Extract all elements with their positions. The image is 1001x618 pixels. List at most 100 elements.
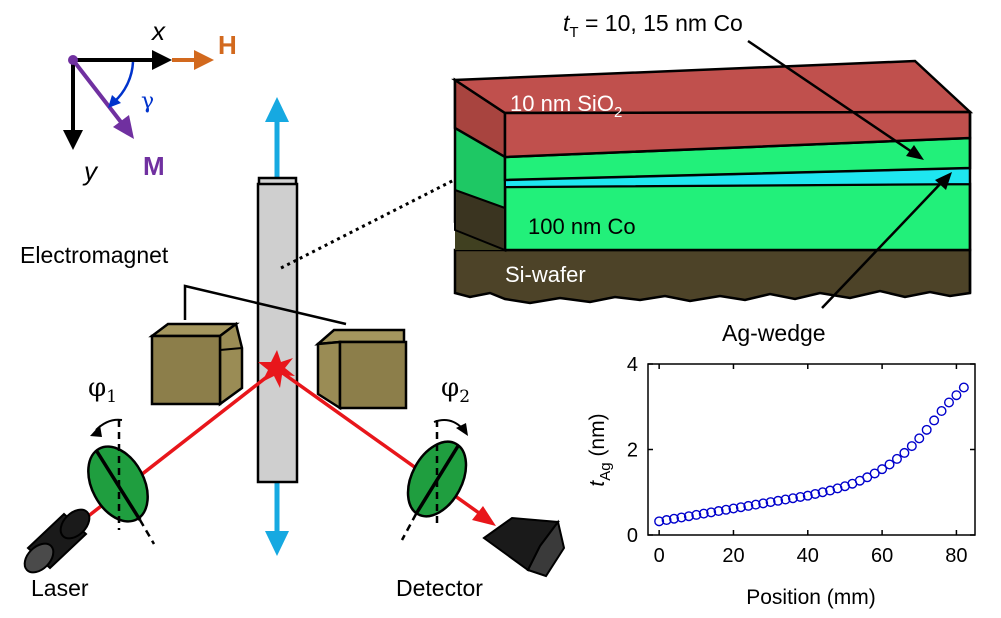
- tt-pointer-line: [747, 39, 913, 154]
- x-tick-label: 80: [945, 545, 967, 567]
- data-point: [802, 490, 813, 501]
- phi1-symbol: φ: [88, 373, 106, 403]
- data-point: [713, 506, 724, 517]
- polarizer-1-axis-extension: [138, 519, 156, 545]
- origin-dot: [68, 55, 78, 65]
- left-pole-bevel: [219, 347, 243, 351]
- x-tick-label: 0: [654, 545, 665, 567]
- gamma-label: γ: [141, 89, 154, 114]
- data-point: [921, 424, 932, 435]
- sio2-label: 10 nm SiO2: [510, 91, 622, 121]
- detector-device: Detector: [396, 516, 566, 601]
- data-point: [750, 499, 761, 510]
- laser-end-cap: [23, 542, 55, 574]
- data-point: [877, 464, 888, 475]
- data-point: [891, 453, 902, 464]
- tt-pointer-head: [906, 145, 924, 160]
- data-point: [817, 487, 828, 498]
- data-point: [943, 397, 954, 408]
- data-point: [669, 513, 680, 524]
- polarizer-1: φ1: [87, 373, 156, 545]
- chart-y-axis-unit: (nm): [586, 413, 609, 462]
- m-vector-arrow: [71, 58, 126, 128]
- y-tick-label: 4: [627, 354, 638, 376]
- right-pole-front: [338, 340, 408, 410]
- phi1-label: φ1: [88, 373, 117, 407]
- m-vector-arrowhead: [113, 115, 134, 139]
- x-axis-arrowhead: [152, 50, 172, 70]
- data-point: [654, 516, 665, 527]
- incident-beam: [62, 367, 279, 537]
- m-vector-label: M: [143, 151, 165, 181]
- phi1-subscript: 1: [106, 387, 117, 407]
- gamma-arc-arrowhead: [108, 95, 121, 108]
- ag-pointer-head: [935, 172, 952, 190]
- co-label: 100 nm Co: [528, 214, 636, 239]
- electromagnet-callout-line: [183, 284, 347, 326]
- data-point: [914, 433, 925, 444]
- data-point: [758, 498, 769, 509]
- data-point: [683, 511, 694, 522]
- data-point: [691, 509, 702, 520]
- phi2-symbol: φ: [441, 373, 459, 403]
- polarizer-2-axis-extension: [400, 513, 418, 541]
- x-axis-label: x: [150, 16, 166, 46]
- data-point: [721, 504, 732, 515]
- thickness-chart: 0 20 40 60 80 0 2 4 Position (mm) tAg (nm): [586, 354, 976, 609]
- reflected-beam-arrowhead: [472, 506, 496, 526]
- layer-stack: 10 nm SiO2 100 nm Co Si-wafer tT = 10, 1…: [451, 10, 974, 346]
- right-pole-side: [316, 340, 342, 411]
- si-wafer-left-side: [454, 188, 506, 252]
- h-field-label: H: [218, 30, 237, 60]
- data-point: [884, 459, 895, 470]
- data-point: [735, 502, 746, 513]
- y-tick-label: 0: [627, 525, 638, 547]
- phi2-subscript: 2: [459, 387, 470, 407]
- chart-points: [654, 382, 969, 527]
- sio2-text: 10 nm SiO: [510, 91, 614, 116]
- data-point: [765, 497, 776, 508]
- tt-label: tT = 10, 15 nm Co: [563, 10, 743, 41]
- data-point: [958, 382, 969, 393]
- data-point: [810, 488, 821, 499]
- phi1-rotation-arrowhead: [90, 425, 102, 437]
- ag-pointer-line: [821, 181, 943, 309]
- data-point: [743, 500, 754, 511]
- data-point: [787, 493, 798, 504]
- reflection-spot-star: [258, 350, 295, 388]
- data-point: [936, 406, 947, 417]
- data-point: [906, 441, 917, 452]
- data-point: [951, 390, 962, 401]
- x-tick-label: 40: [797, 545, 819, 567]
- left-pole-front: [150, 334, 222, 406]
- data-point: [929, 415, 940, 426]
- translation-arrowhead-up: [265, 97, 289, 122]
- tt-subscript: T: [569, 24, 578, 41]
- chart-y-axis-symbol: t: [586, 480, 609, 487]
- detector-face: [526, 519, 566, 578]
- electromagnet-group: Electromagnet: [20, 242, 408, 411]
- chart-ticks: 0 20 40 60 80 0 2 4: [627, 354, 975, 567]
- phi2-rotation-arrowhead: [456, 423, 468, 436]
- x-tick-label: 60: [871, 545, 893, 567]
- sample-bar: [256, 182, 299, 484]
- left-pole-side: [218, 321, 244, 407]
- chart-y-axis-label: tAg (nm): [586, 413, 614, 486]
- data-point: [676, 512, 687, 523]
- translation-arrowhead-down: [265, 531, 289, 556]
- electromagnet-label: Electromagnet: [20, 242, 169, 268]
- y-tick-label: 2: [627, 440, 638, 462]
- data-point: [698, 508, 709, 519]
- phi2-label: φ2: [441, 373, 470, 407]
- tt-symbol: t: [563, 10, 571, 36]
- data-point: [780, 494, 791, 505]
- x-tick-label: 20: [722, 545, 744, 567]
- data-point: [899, 447, 910, 458]
- sample-bar-group: [256, 97, 459, 556]
- polarizer-2: φ2: [400, 373, 470, 541]
- tt-value: = 10, 15 nm Co: [579, 10, 743, 36]
- coordinate-legend: x H y M γ: [63, 16, 237, 186]
- chart-x-axis-label: Position (mm): [746, 586, 876, 609]
- y-axis-arrowhead: [63, 130, 83, 150]
